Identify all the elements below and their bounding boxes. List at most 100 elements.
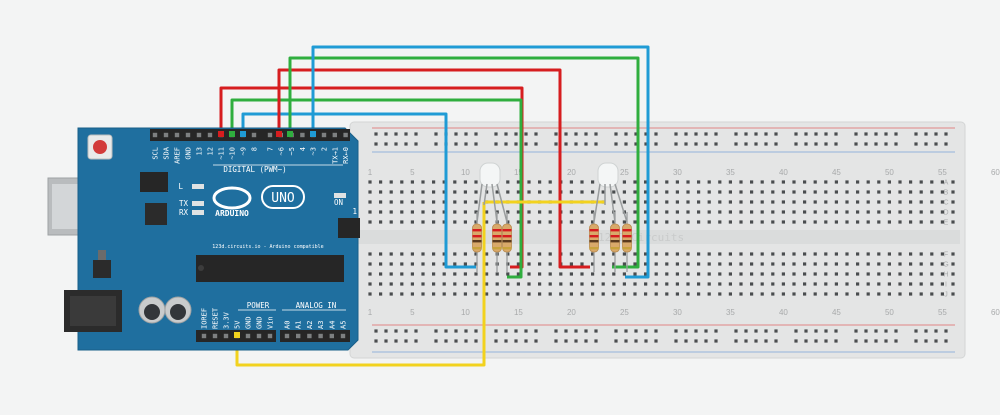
breadboard-hole[interactable] xyxy=(516,282,520,286)
breadboard-hole[interactable] xyxy=(432,220,436,224)
rail-hole[interactable] xyxy=(894,329,898,333)
breadboard-hole[interactable] xyxy=(940,272,944,276)
breadboard-hole[interactable] xyxy=(686,272,690,276)
rail-hole[interactable] xyxy=(624,132,628,136)
breadboard-hole[interactable] xyxy=(474,252,478,256)
breadboard-hole[interactable] xyxy=(771,190,775,194)
breadboard-hole[interactable] xyxy=(548,180,552,184)
breadboard-hole[interactable] xyxy=(527,252,531,256)
breadboard-hole[interactable] xyxy=(580,292,584,296)
rail-hole[interactable] xyxy=(564,142,568,146)
rail-hole[interactable] xyxy=(824,142,828,146)
breadboard-hole[interactable] xyxy=(750,262,754,266)
breadboard-hole[interactable] xyxy=(442,220,446,224)
rail-hole[interactable] xyxy=(874,142,878,146)
rail-hole[interactable] xyxy=(764,329,768,333)
breadboard-hole[interactable] xyxy=(474,190,478,194)
rail-hole[interactable] xyxy=(934,339,938,343)
breadboard-hole[interactable] xyxy=(665,282,669,286)
breadboard-hole[interactable] xyxy=(421,190,425,194)
digital-pin-hole[interactable] xyxy=(267,132,273,138)
breadboard-hole[interactable] xyxy=(463,220,467,224)
breadboard-hole[interactable] xyxy=(432,282,436,286)
breadboard-hole[interactable] xyxy=(877,220,881,224)
rail-hole[interactable] xyxy=(554,142,558,146)
breadboard-hole[interactable] xyxy=(548,292,552,296)
breadboard-hole[interactable] xyxy=(368,292,372,296)
breadboard-hole[interactable] xyxy=(432,180,436,184)
rail-hole[interactable] xyxy=(804,339,808,343)
breadboard-hole[interactable] xyxy=(760,262,764,266)
breadboard-hole[interactable] xyxy=(771,292,775,296)
breadboard-hole[interactable] xyxy=(930,252,934,256)
breadboard-hole[interactable] xyxy=(410,190,414,194)
breadboard-hole[interactable] xyxy=(930,292,934,296)
breadboard-hole[interactable] xyxy=(951,210,955,214)
breadboard-hole[interactable] xyxy=(453,180,457,184)
rail-hole[interactable] xyxy=(934,329,938,333)
breadboard-hole[interactable] xyxy=(548,190,552,194)
breadboard-hole[interactable] xyxy=(389,180,393,184)
breadboard-hole[interactable] xyxy=(463,252,467,256)
rail-hole[interactable] xyxy=(644,329,648,333)
breadboard-hole[interactable] xyxy=(538,180,542,184)
rail-hole[interactable] xyxy=(384,339,388,343)
breadboard-hole[interactable] xyxy=(622,282,626,286)
breadboard-hole[interactable] xyxy=(612,190,616,194)
breadboard-hole[interactable] xyxy=(410,220,414,224)
breadboard-hole[interactable] xyxy=(856,190,860,194)
rail-hole[interactable] xyxy=(504,132,508,136)
rail-hole[interactable] xyxy=(884,142,888,146)
breadboard-hole[interactable] xyxy=(824,210,828,214)
rail-hole[interactable] xyxy=(854,329,858,333)
rail-hole[interactable] xyxy=(584,142,588,146)
breadboard-hole[interactable] xyxy=(728,282,732,286)
breadboard-hole[interactable] xyxy=(803,292,807,296)
rail-hole[interactable] xyxy=(534,142,538,146)
rail-hole[interactable] xyxy=(464,132,468,136)
breadboard-hole[interactable] xyxy=(569,292,573,296)
breadboard-hole[interactable] xyxy=(792,262,796,266)
breadboard-hole[interactable] xyxy=(548,220,552,224)
rail-hole[interactable] xyxy=(744,142,748,146)
rail-hole[interactable] xyxy=(584,132,588,136)
rail-hole[interactable] xyxy=(434,142,438,146)
breadboard-hole[interactable] xyxy=(898,282,902,286)
rail-hole[interactable] xyxy=(854,339,858,343)
breadboard-hole[interactable] xyxy=(485,210,489,214)
wire-green-pin5[interactable] xyxy=(288,56,640,269)
rail-hole[interactable] xyxy=(884,339,888,343)
breadboard-hole[interactable] xyxy=(591,190,595,194)
breadboard-hole[interactable] xyxy=(368,282,372,286)
breadboard-hole[interactable] xyxy=(887,210,891,214)
breadboard-hole[interactable] xyxy=(803,180,807,184)
rail-hole[interactable] xyxy=(864,329,868,333)
rail-hole[interactable] xyxy=(624,339,628,343)
rail-hole[interactable] xyxy=(564,132,568,136)
breadboard-hole[interactable] xyxy=(538,190,542,194)
breadboard-hole[interactable] xyxy=(718,200,722,204)
breadboard-hole[interactable] xyxy=(495,292,499,296)
breadboard-hole[interactable] xyxy=(463,282,467,286)
rail-hole[interactable] xyxy=(404,339,408,343)
breadboard-hole[interactable] xyxy=(516,262,520,266)
breadboard-hole[interactable] xyxy=(856,200,860,204)
rail-hole[interactable] xyxy=(594,339,598,343)
breadboard-hole[interactable] xyxy=(951,190,955,194)
breadboard-hole[interactable] xyxy=(781,200,785,204)
breadboard-hole[interactable] xyxy=(612,272,616,276)
rail-hole[interactable] xyxy=(794,132,798,136)
breadboard-hole[interactable] xyxy=(781,282,785,286)
breadboard-hole[interactable] xyxy=(389,220,393,224)
breadboard-hole[interactable] xyxy=(421,292,425,296)
rail-hole[interactable] xyxy=(864,142,868,146)
breadboard-hole[interactable] xyxy=(739,220,743,224)
breadboard-hole[interactable] xyxy=(771,252,775,256)
breadboard-hole[interactable] xyxy=(601,272,605,276)
breadboard-hole[interactable] xyxy=(940,252,944,256)
breadboard-hole[interactable] xyxy=(930,262,934,266)
breadboard-hole[interactable] xyxy=(909,252,913,256)
rail-hole[interactable] xyxy=(874,329,878,333)
rail-hole[interactable] xyxy=(794,142,798,146)
